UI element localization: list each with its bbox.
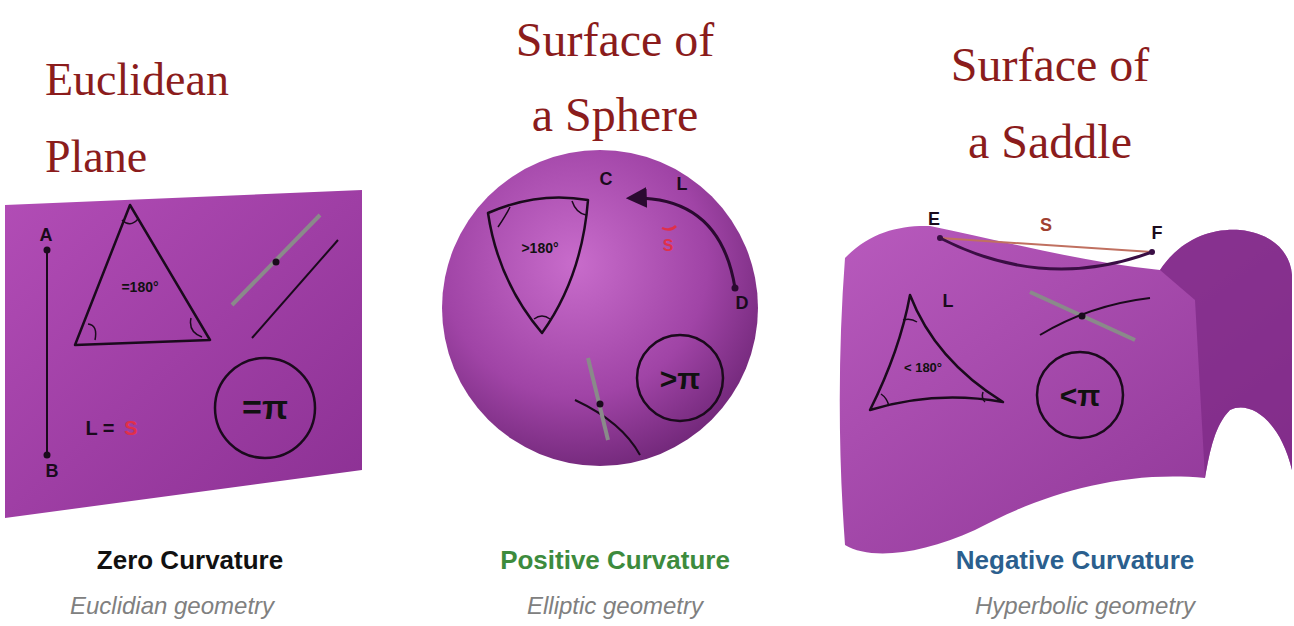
point-f xyxy=(1149,249,1155,255)
given-line xyxy=(1040,298,1150,335)
geometry-caption: Euclidian geometry xyxy=(70,593,274,619)
curvature-caption: Negative Curvature xyxy=(956,546,1194,575)
point-d xyxy=(732,285,739,292)
point xyxy=(273,259,280,266)
triangle: < 180° xyxy=(865,290,1010,420)
geometry-caption: Elliptic geometry xyxy=(527,593,703,619)
panel-title: Surface of a Saddle xyxy=(940,26,1160,180)
chord-mark xyxy=(662,226,676,230)
point-b xyxy=(44,452,51,459)
angle-mark xyxy=(498,201,586,319)
point-label: A xyxy=(40,226,53,246)
length-symbol: L xyxy=(943,292,954,312)
sphere xyxy=(442,150,758,466)
point-label: C xyxy=(600,170,613,190)
circle: =π xyxy=(213,356,317,460)
circle: <π xyxy=(1035,350,1125,440)
length-equation: L = xyxy=(85,417,114,439)
point-label: E xyxy=(928,210,940,230)
straight-ef xyxy=(940,238,1152,252)
point-a xyxy=(44,247,51,254)
circumference-ratio: =π xyxy=(242,389,288,426)
angle-sum: =180° xyxy=(121,280,158,295)
point xyxy=(1079,313,1086,320)
parallel-line xyxy=(232,215,320,305)
point xyxy=(597,401,604,408)
triangle-outline xyxy=(865,290,1010,420)
panel-title: Surface of a Sphere xyxy=(505,2,725,152)
circle-outline xyxy=(1037,352,1123,438)
geodesic-ef xyxy=(940,238,1152,269)
saddle-surface xyxy=(840,226,1292,554)
flat-plane xyxy=(5,190,362,518)
curvature-caption: Positive Curvature xyxy=(500,546,730,575)
circle: >π xyxy=(635,333,725,423)
given-line xyxy=(252,240,338,338)
circle-outline xyxy=(215,358,315,458)
circumference-ratio: <π xyxy=(1060,379,1101,412)
triangle: =180° xyxy=(70,200,220,350)
point-e xyxy=(937,235,943,241)
length-symbol: L xyxy=(677,175,688,195)
plane-panel: Euclidean Plane =180° =π xyxy=(0,40,370,530)
geodesic-cd xyxy=(630,198,735,288)
triangle-outline xyxy=(488,197,588,333)
angle-sum: >180° xyxy=(521,241,558,256)
crossing-line xyxy=(588,358,608,440)
curvature-caption: Zero Curvature xyxy=(97,546,283,575)
panel-title: Euclidean Plane xyxy=(45,41,270,195)
circle-outline xyxy=(637,335,723,421)
triangle: >180° xyxy=(480,185,600,340)
angle-mark xyxy=(881,319,985,406)
point-label: D xyxy=(736,294,749,314)
triangle-outline xyxy=(70,200,220,350)
saddle-panel: Surface of a Saddle < 180° <π xyxy=(835,20,1294,560)
triangle-outline xyxy=(75,205,210,345)
circumference-ratio: >π xyxy=(660,362,701,395)
length-symbol: S xyxy=(663,237,674,255)
given-line xyxy=(575,400,640,455)
triangle-outline xyxy=(870,295,1003,410)
geometry-caption: Hyperbolic geometry xyxy=(975,593,1195,619)
triangle-outline xyxy=(480,185,600,340)
point-label: B xyxy=(46,462,59,482)
sphere-panel: Surface of a Sphere >180° >π xyxy=(440,0,790,480)
point-label: F xyxy=(1152,224,1163,244)
saddle-side xyxy=(1160,230,1292,478)
length-symbol: S xyxy=(1040,216,1052,236)
angle-mark xyxy=(88,219,202,340)
segment-ab xyxy=(46,250,48,455)
angle-sum: < 180° xyxy=(904,361,942,375)
parallel-line xyxy=(1030,292,1135,340)
length-symbol: S xyxy=(124,417,137,439)
